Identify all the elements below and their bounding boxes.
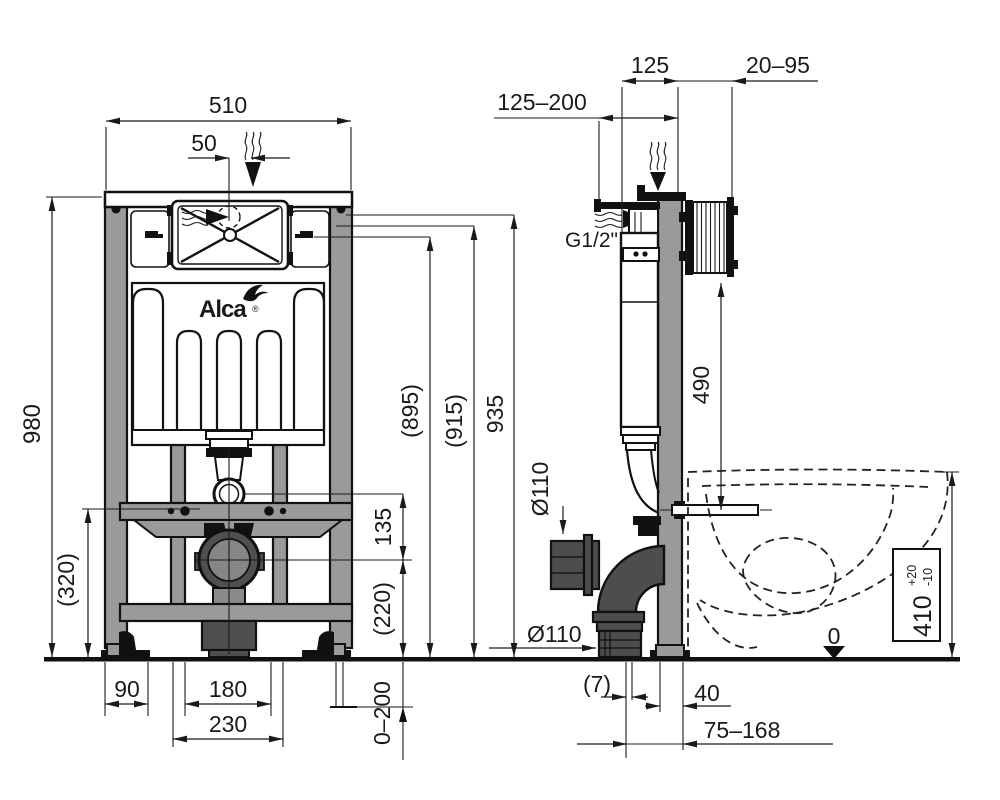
front-view-dimensions: 510 50 980 (320) [19,92,518,760]
frame-feet [101,631,351,658]
svg-text:75–168: 75–168 [704,717,781,743]
zero-level-triangle-icon [823,646,845,659]
dim-pipe-to-flange-135: 135 [196,493,412,561]
label-dia110-sleeve: Ø110 [527,462,567,534]
registered-mark: ® [252,304,259,314]
svg-text:0–200: 0–200 [369,681,395,745]
dim-depth-125: 125 [622,52,678,85]
side-view-dimensions: 125 20–95 125–200 490 Ø110 Ø110 [489,52,959,758]
dim-flush-offset-50: 50 [188,130,290,221]
front-view: Alca ® [101,190,354,658]
alca-logo: Alca ® [199,284,268,323]
svg-text:135: 135 [370,508,396,546]
svg-text:180: 180 [209,676,247,702]
dim-foot-90: 90 [104,662,149,716]
alca-logo-text: Alca [199,296,247,323]
dim-height-935: 935 [482,215,518,657]
bottom-crossbar [118,602,354,623]
connection-sleeve [549,533,601,597]
dim-height-895: (895) [397,237,434,657]
steam-arrow-front [244,131,262,187]
dim-drain-230: 230 [172,662,284,747]
clip-icon [295,231,313,238]
drain-elbow [591,544,666,659]
svg-text:490: 490 [688,366,714,404]
svg-text:Ø110: Ø110 [527,621,582,647]
dim-flange-height-220: (220) [369,560,407,657]
inlet-thread-label: G1/2" [565,229,618,252]
steam-arrow-side [649,141,667,191]
bowl-support-rod [660,501,773,519]
floor-line [44,657,960,662]
svg-text:410: 410 [909,595,937,637]
dim-leg-adjust-0-200: 0–200 [330,662,413,760]
svg-text:0: 0 [828,623,841,649]
svg-text:(7): (7) [583,671,611,697]
dim-rod-range-20-95: 20–95 [678,52,818,85]
svg-text:125: 125 [631,52,669,78]
side-view: G1/2" [549,141,949,659]
svg-text:935: 935 [482,395,508,433]
svg-text:20–95: 20–95 [746,52,810,78]
dim-wall-40: 40 [645,680,731,710]
svg-text:125–200: 125–200 [497,89,587,115]
svg-text:40: 40 [694,680,720,706]
dim-width-510: 510 [105,92,352,190]
dim-bowl-height-410: 410 +20 -10 [892,471,959,657]
dim-offset-7: (7) [583,671,648,701]
svg-text:510: 510 [209,92,247,118]
floor-zero-marker: 0 [823,623,845,659]
dim-drain-180: 180 [184,662,272,716]
svg-text:(320): (320) [53,553,79,607]
clip-icon [145,231,163,238]
wall-mount-block [679,197,738,277]
svg-text:(220): (220) [369,582,395,636]
dim-bracket-height-320: (320) [53,508,200,657]
svg-text:+20: +20 [905,565,919,586]
svg-text:50: 50 [191,130,217,156]
svg-text:-10: -10 [921,568,935,586]
frame-posts [103,195,354,650]
dim-height-980: 980 [19,196,102,657]
side-panels [130,210,330,268]
label-dia110-outlet: Ø110 [489,621,596,652]
svg-text:230: 230 [209,711,247,737]
dim-drain-range-75-168: 75–168 [577,717,833,748]
svg-text:980: 980 [19,404,46,444]
dim-depth-range-125-200: 125–200 [494,89,678,122]
svg-text:Ø110: Ø110 [527,462,553,517]
cistern-profile [619,208,661,536]
svg-text:(895): (895) [397,384,423,438]
svg-text:(915): (915) [441,394,467,448]
svg-text:90: 90 [114,676,140,702]
dim-panel-height-490: 490 [688,283,725,510]
dim-height-915: (915) [441,226,478,657]
flush-plate-opening [167,199,293,271]
lower-crossbar [118,501,354,538]
toilet-bowl-outline [687,468,949,652]
alca-bird-icon [243,284,268,302]
